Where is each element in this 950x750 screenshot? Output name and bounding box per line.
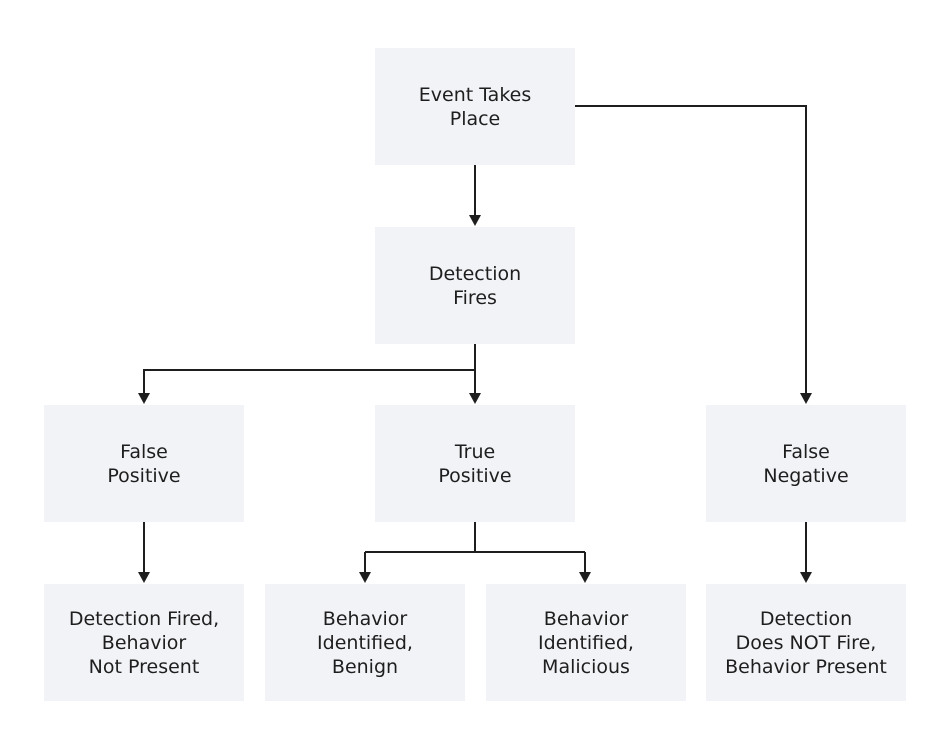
arrowhead-malicious — [579, 572, 591, 583]
node-detection-does-not-fire-behavior-present: Detection Does NOT Fire, Behavior Presen… — [706, 584, 906, 701]
node-label: Detection Does NOT Fire, Behavior Presen… — [725, 607, 887, 678]
node-label: False Negative — [763, 440, 849, 487]
arrowhead-true-positive — [469, 393, 481, 404]
arrowhead-false-positive — [138, 393, 150, 404]
node-label: Detection Fires — [428, 262, 522, 309]
arrowhead-false-negative — [800, 393, 812, 404]
node-behavior-identified-benign: Behavior Identified, Benign — [265, 584, 465, 701]
node-label: False Positive — [107, 440, 181, 487]
arrowhead-fp-outcome — [138, 572, 150, 583]
edge-detection-to-false-positive — [143, 369, 475, 394]
node-event-takes-place: Event Takes Place — [375, 48, 575, 165]
node-label: True Positive — [438, 440, 512, 487]
node-detection-fires: Detection Fires — [375, 227, 575, 344]
arrowhead-fn-outcome — [800, 572, 812, 583]
edge-true-positive-split — [364, 522, 586, 573]
node-true-positive: True Positive — [375, 405, 575, 522]
node-label: Behavior Identified, Benign — [317, 607, 413, 678]
node-behavior-identified-malicious: Behavior Identified, Malicious — [486, 584, 686, 701]
node-label: Event Takes Place — [418, 83, 532, 130]
arrowhead-detection — [469, 215, 481, 226]
edge-event-to-false-negative — [575, 105, 807, 394]
node-label: Detection Fired, Behavior Not Present — [68, 607, 220, 678]
node-false-negative: False Negative — [706, 405, 906, 522]
node-false-positive: False Positive — [44, 405, 244, 522]
arrowhead-benign — [359, 572, 371, 583]
node-label: Behavior Identified, Malicious — [538, 607, 634, 678]
node-detection-fired-behavior-not-present: Detection Fired, Behavior Not Present — [44, 584, 244, 701]
